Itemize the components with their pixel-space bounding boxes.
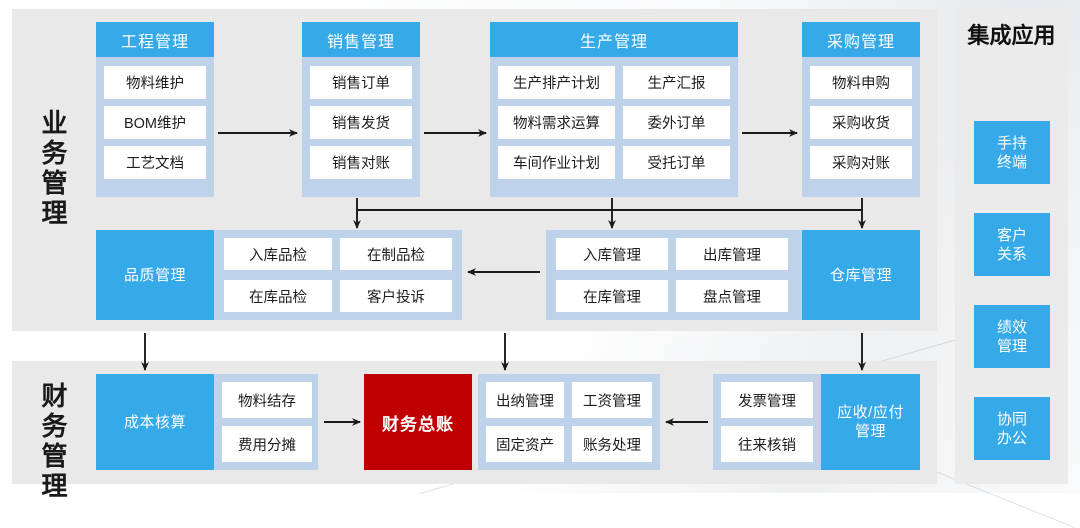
group-production-header: 生产管理 xyxy=(490,22,738,57)
cell-entrusted-order[interactable]: 受托订单 xyxy=(623,146,730,179)
cell-bom-maintenance[interactable]: BOM维护 xyxy=(104,106,206,139)
cell-cashier-management[interactable]: 出纳管理 xyxy=(486,382,564,418)
cell-workshop-job-plan[interactable]: 车间作业计划 xyxy=(498,146,615,179)
cell-inbound-management[interactable]: 入库管理 xyxy=(556,238,668,270)
finance-panel-title: 财务管理 xyxy=(41,381,69,501)
group-production[interactable]: 生产管理 生产排产计划 生产汇报 物料需求运算 委外订单 车间作业计划 受托订单 xyxy=(490,22,738,197)
cell-payroll-management[interactable]: 工资管理 xyxy=(572,382,652,418)
integration-item-line1: 协同 xyxy=(996,410,1027,428)
group-engineering-header: 工程管理 xyxy=(96,22,214,57)
integration-item-line2: 关系 xyxy=(996,245,1027,263)
cell-material-requisition[interactable]: 物料申购 xyxy=(810,66,912,99)
integration-panel-title: 集成应用 xyxy=(967,23,1056,48)
integration-item-customer-relations[interactable]: 客户 关系 xyxy=(974,213,1050,276)
integration-item-handheld-terminal[interactable]: 手持 终端 xyxy=(974,121,1050,184)
cell-material-balance[interactable]: 物料结存 xyxy=(222,382,312,418)
group-purchasing[interactable]: 采购管理 物料申购 采购收货 采购对账 xyxy=(802,22,920,197)
integration-item-line1: 手持 xyxy=(996,134,1027,152)
integration-item-performance-management[interactable]: 绩效 管理 xyxy=(974,305,1050,368)
group-sales-header: 销售管理 xyxy=(302,22,420,57)
group-accounting[interactable]: 出纳管理 工资管理 固定资产 账务处理 xyxy=(478,374,660,470)
business-panel-title: 业务管理 xyxy=(41,108,69,228)
general-ledger-block[interactable]: 财务总账 xyxy=(364,374,472,470)
cell-wip-inspection[interactable]: 在制品检 xyxy=(340,238,452,270)
integration-item-collaborative-office[interactable]: 协同 办公 xyxy=(974,397,1050,460)
cell-invoice-management[interactable]: 发票管理 xyxy=(721,382,813,418)
cell-material-requirement-calc[interactable]: 物料需求运算 xyxy=(498,106,615,139)
group-receivable-caption: 应收/应付 管理 xyxy=(821,374,920,470)
cell-settlement-writeoff[interactable]: 往来核销 xyxy=(721,426,813,462)
cell-customer-complaint[interactable]: 客户投诉 xyxy=(340,280,452,312)
cell-stocktaking-management[interactable]: 盘点管理 xyxy=(676,280,788,312)
integration-item-line2: 终端 xyxy=(996,153,1027,171)
cell-outsourcing-order[interactable]: 委外订单 xyxy=(623,106,730,139)
integration-item-line2: 管理 xyxy=(996,337,1027,355)
integration-item-line1: 绩效 xyxy=(996,318,1027,336)
group-warehouse-caption: 仓库管理 xyxy=(802,230,920,320)
cell-instock-management[interactable]: 在库管理 xyxy=(556,280,668,312)
group-cost-accounting[interactable]: 成本核算 物料结存 费用分摊 xyxy=(96,374,318,470)
cell-material-maintenance[interactable]: 物料维护 xyxy=(104,66,206,99)
cell-process-document[interactable]: 工艺文档 xyxy=(104,146,206,179)
cell-sales-shipment[interactable]: 销售发货 xyxy=(310,106,412,139)
cell-inbound-inspection[interactable]: 入库品检 xyxy=(224,238,332,270)
receivable-caption-line2: 管理 xyxy=(854,423,886,440)
cell-sales-reconciliation[interactable]: 销售对账 xyxy=(310,146,412,179)
cell-purchase-reconciliation[interactable]: 采购对账 xyxy=(810,146,912,179)
group-purchasing-header: 采购管理 xyxy=(802,22,920,57)
group-receivable-payable[interactable]: 发票管理 往来核销 应收/应付 管理 xyxy=(713,374,920,470)
cell-purchase-receipt[interactable]: 采购收货 xyxy=(810,106,912,139)
integration-item-line2: 办公 xyxy=(996,429,1027,447)
cell-cost-allocation[interactable]: 费用分摊 xyxy=(222,426,312,462)
cell-production-schedule-plan[interactable]: 生产排产计划 xyxy=(498,66,615,99)
cell-bookkeeping[interactable]: 账务处理 xyxy=(572,426,652,462)
integration-item-line1: 客户 xyxy=(996,226,1027,244)
cell-sales-order[interactable]: 销售订单 xyxy=(310,66,412,99)
diagram-stage: 业务管理 财务管理 集成应用 工程管理 物料维护 BOM维护 工艺文档 销售管理… xyxy=(12,9,1068,501)
group-cost-caption: 成本核算 xyxy=(96,374,214,470)
cell-production-report[interactable]: 生产汇报 xyxy=(623,66,730,99)
group-quality-caption: 品质管理 xyxy=(96,230,214,320)
group-engineering[interactable]: 工程管理 物料维护 BOM维护 工艺文档 xyxy=(96,22,214,197)
receivable-caption-line1: 应收/应付 xyxy=(837,404,904,421)
group-warehouse[interactable]: 入库管理 出库管理 在库管理 盘点管理 仓库管理 xyxy=(546,230,920,320)
cell-fixed-assets[interactable]: 固定资产 xyxy=(486,426,564,462)
group-quality[interactable]: 品质管理 入库品检 在制品检 在库品检 客户投诉 xyxy=(96,230,462,320)
cell-outbound-management[interactable]: 出库管理 xyxy=(676,238,788,270)
group-sales[interactable]: 销售管理 销售订单 销售发货 销售对账 xyxy=(302,22,420,197)
cell-instock-inspection[interactable]: 在库品检 xyxy=(224,280,332,312)
